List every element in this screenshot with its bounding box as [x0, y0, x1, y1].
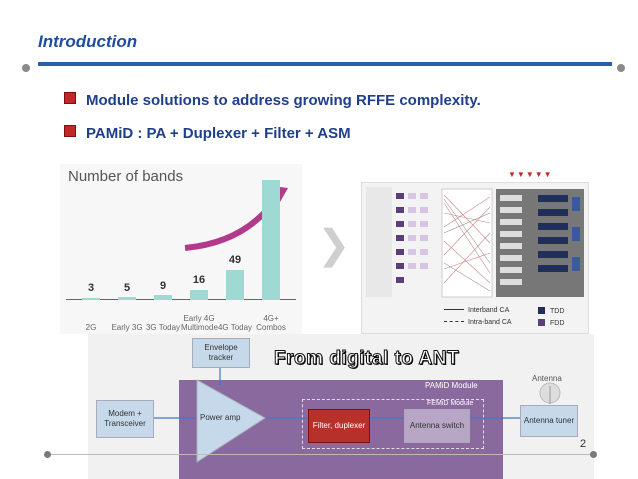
page-number: 2 — [580, 438, 587, 450]
band-value-4g-today: 49 — [228, 254, 242, 266]
chevron-right-icon: ❯ — [317, 223, 351, 267]
bands-baseline — [66, 299, 296, 300]
band-label-4g-combos: 4G+ Combos — [256, 314, 286, 332]
band-bar-4g-combos — [262, 180, 280, 300]
legend-tdd-swatch — [538, 307, 545, 314]
band-value-early-4g: 16 — [192, 274, 206, 286]
pamid-module-label: PAMiD Module — [425, 381, 478, 390]
legend-interband-label: Interband CA — [468, 307, 510, 314]
bullet-item-1: Module solutions to address growing RFFE… — [64, 92, 481, 109]
power-amp-triangle-icon — [196, 379, 266, 463]
band-bar-4g-today — [226, 270, 244, 300]
band-bar-early-3g — [118, 297, 136, 300]
carrier-aggregation-diagram: Interband CA Intra-band CA TDD FDD — [361, 182, 589, 334]
slide-title: Introduction — [38, 32, 138, 51]
band-label-early-4g: Early 4G Multimode — [181, 314, 218, 332]
legend-fdd: FDD — [538, 319, 564, 327]
envelope-tracker-block: Envelope tracker — [192, 338, 250, 368]
antenna-label: Antenna — [532, 374, 562, 383]
legend-intraband: Intra-band CA — [444, 319, 512, 326]
legend-tdd-label: TDD — [550, 308, 565, 315]
antenna-icon — [539, 382, 561, 404]
legend-fdd-label: FDD — [550, 320, 565, 327]
femid-module-label: FEMiD Module — [427, 400, 474, 407]
bullet-item-2: PAMiD : PA + Duplexer + Filter + ASM — [64, 125, 351, 142]
footer-left-dot — [44, 451, 51, 458]
bullet-square-icon — [64, 92, 76, 104]
band-label-3g-today: 3G Today — [145, 323, 181, 332]
bands-figure-title: Number of bands — [68, 168, 184, 185]
legend-dashed-line — [444, 321, 464, 322]
antenna-switch-block: Antenna switch — [404, 409, 470, 443]
legend-intraband-label: Intra-band CA — [468, 319, 512, 326]
power-amp-label: Power amp — [200, 413, 241, 422]
bands-figure: Number of bands 3 2G 5 Early 3G 9 3G Tod… — [60, 164, 302, 334]
band-label-4g-today: 4G Today — [217, 323, 253, 332]
band-bar-early-4g — [190, 290, 208, 300]
band-bar-3g-today — [154, 295, 172, 300]
antenna-array-icon: ▼▼▼▼▼ — [508, 170, 553, 179]
legend-tdd: TDD — [538, 307, 564, 315]
antenna-tuner-block: Antenna tuner — [520, 405, 578, 437]
bullet-text-1: Module solutions to address growing RFFE… — [86, 92, 481, 109]
ca-network-graphic — [366, 187, 584, 298]
title-rule — [38, 62, 612, 66]
band-bar-2g — [82, 298, 100, 300]
legend-interband: Interband CA — [444, 307, 509, 314]
filter-duplexer-block: Filter, duplexer — [308, 409, 370, 443]
rule-right-dot — [617, 64, 625, 72]
femid-module-box — [302, 399, 484, 449]
band-value-2g: 3 — [87, 282, 95, 294]
legend-fdd-swatch — [538, 319, 545, 326]
band-value-3g-today: 9 — [159, 280, 167, 292]
band-label-2g: 2G — [85, 323, 97, 332]
footer-rule — [46, 454, 594, 455]
legend-solid-line — [444, 309, 464, 310]
band-label-early-3g: Early 3G — [111, 323, 143, 332]
footer-right-dot — [590, 451, 597, 458]
bullet-text-2: PAMiD : PA + Duplexer + Filter + ASM — [86, 125, 351, 142]
modem-transceiver-block: Modem + Transceiver — [96, 400, 154, 438]
bullet-square-icon — [64, 125, 76, 137]
rule-left-dot — [22, 64, 30, 72]
from-digital-to-ant-overlay: From digital to ANT — [273, 348, 460, 370]
band-value-early-3g: 5 — [123, 282, 131, 294]
